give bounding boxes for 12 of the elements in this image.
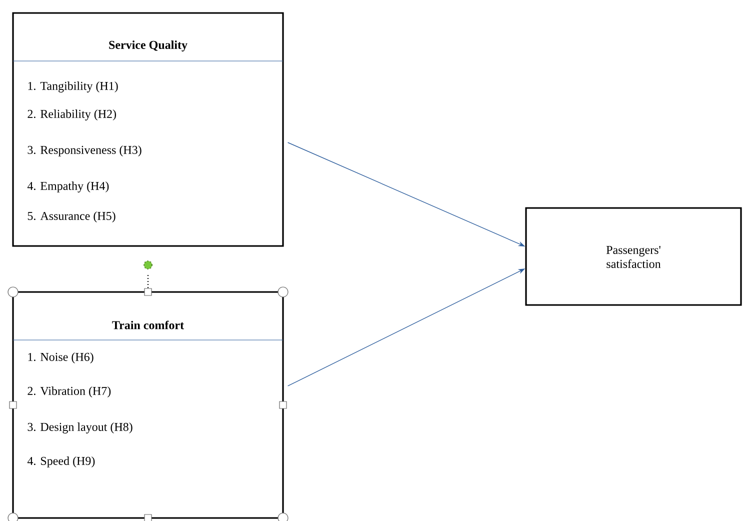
list-item: 3. Design layout (H8) [28,422,132,434]
list-item: 1. Tangibility (H1) [28,82,118,92]
box-label: Passengers' satisfaction [606,246,661,268]
list-item: 3. Responsiveness (H3) [28,146,142,156]
list-item: 5. Assurance (H5) [28,212,116,222]
box-heading: Train comfort [112,320,184,330]
list-item: 2. Vibration (H7) [28,386,111,398]
list-item: 2. Reliability (H2) [28,110,116,120]
list-item: 4. Speed (H9) [27,456,95,468]
list-item: 4. Empathy (H4) [27,182,109,192]
list-item: 1. Noise (H6) [28,352,94,364]
box-heading: Service Quality [109,40,188,52]
